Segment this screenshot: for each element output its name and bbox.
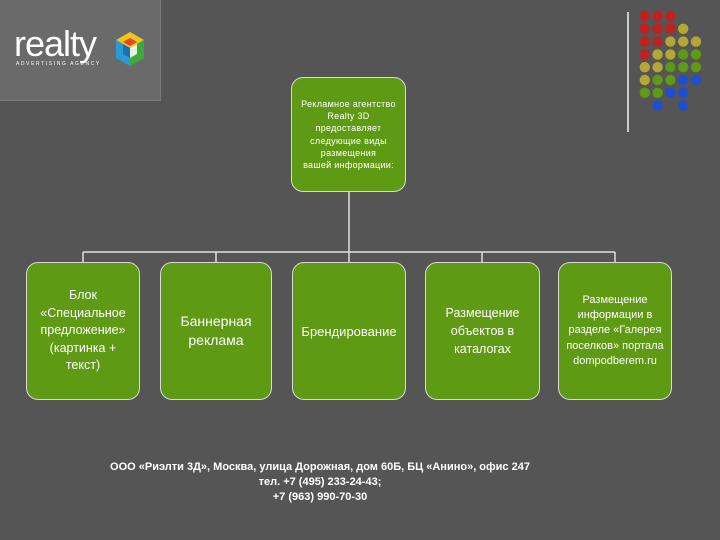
contact-footer: ООО «Риэлти 3Д», Москва, улица Дорожная,… xyxy=(80,460,560,505)
decor-dot-red xyxy=(639,49,650,60)
decor-dot-green xyxy=(690,49,702,60)
decor-dot-red xyxy=(639,36,650,47)
root-node: Рекламное агентство Realty 3D предоставл… xyxy=(291,77,406,192)
child-node-branding: Брендирование xyxy=(292,262,406,400)
decor-dot-red xyxy=(665,23,676,34)
decor-dot-blue xyxy=(690,74,702,86)
decor-dot-green xyxy=(652,87,663,99)
decor-dot-blue xyxy=(678,100,689,111)
decor-dot-red xyxy=(652,36,663,47)
child-node-special-offer: Блок «Специальное предложение» (картинка… xyxy=(26,262,140,400)
divider-line xyxy=(627,12,629,132)
decor-dot-green xyxy=(639,87,650,99)
decor-dot-olive xyxy=(690,36,702,47)
child-node-text: Баннерная реклама xyxy=(180,313,252,348)
decor-dot-green xyxy=(665,62,676,73)
decor-dot-olive xyxy=(639,74,650,86)
decor-dot-green xyxy=(678,49,689,60)
decor-dot-green xyxy=(652,74,663,86)
decorative-dot-grid xyxy=(639,10,702,111)
decor-dot-green xyxy=(690,62,702,73)
decor-dot-olive xyxy=(678,23,689,34)
decor-dot-red xyxy=(665,10,676,22)
child-node-text: Размещение информации в разделе «Галерея… xyxy=(566,293,664,368)
decor-dot-blue xyxy=(665,87,676,99)
root-node-text: Рекламное агентство Realty 3D предоставл… xyxy=(301,99,396,170)
3d-cube-icon xyxy=(116,32,144,66)
footer-address: ООО «Риэлти 3Д», Москва, улица Дорожная,… xyxy=(110,461,530,473)
logo-tagline: ADVERTISING AGENCY xyxy=(16,61,101,67)
decor-dot-olive xyxy=(665,49,676,60)
decor-dot-olive xyxy=(665,36,676,47)
decor-dot-olive xyxy=(639,62,650,73)
decor-dot-green xyxy=(678,62,689,73)
decor-dot-red xyxy=(639,10,650,22)
child-node-text: Размещение объектов в каталогах xyxy=(445,305,520,357)
decor-dot-blue xyxy=(678,74,689,86)
decor-dot-red xyxy=(652,23,663,34)
child-node-text: Блок «Специальное предложение» (картинка… xyxy=(40,288,126,373)
footer-phone-1: тел. +7 (495) 233-24-43; xyxy=(258,475,382,488)
decor-dot-red xyxy=(639,23,650,34)
decor-dot-blue xyxy=(652,100,663,111)
child-node-gallery: Размещение информации в разделе «Галерея… xyxy=(558,262,672,400)
decor-dot-red xyxy=(652,10,663,22)
child-node-catalogs: Размещение объектов в каталогах xyxy=(425,262,540,400)
footer-phone-2: +7 (963) 990-70-30 xyxy=(272,490,368,503)
decor-dot-blue xyxy=(678,87,689,99)
decor-dot-olive xyxy=(652,62,663,73)
decor-dot-green xyxy=(665,74,676,86)
logo-panel: realty ADVERTISING AGENCY xyxy=(0,0,161,101)
decor-dot-olive xyxy=(678,36,689,47)
child-node-banner: Баннерная реклама xyxy=(160,262,272,400)
logo-wordmark: realty xyxy=(14,23,97,64)
decor-dot-olive xyxy=(652,49,663,60)
child-node-text: Брендирование xyxy=(301,323,397,339)
